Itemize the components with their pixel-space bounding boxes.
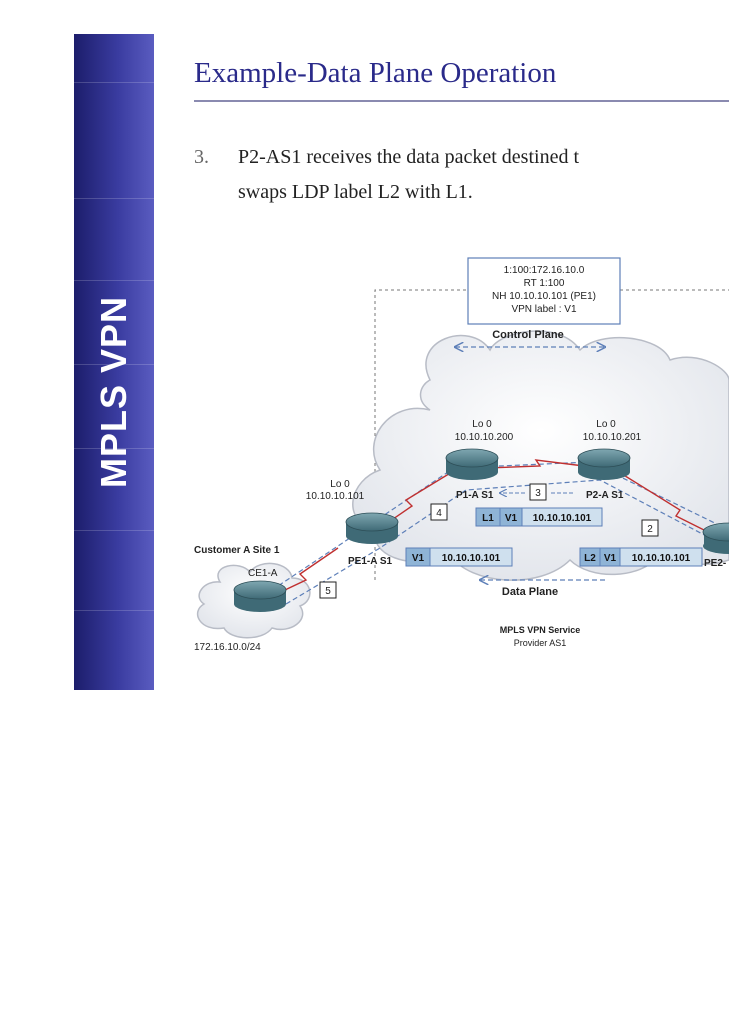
control-box-line1: 1:100:172.16.10.0: [504, 265, 585, 276]
title-divider: [194, 100, 729, 102]
step-4-label: 4: [436, 508, 442, 519]
provider-label-line2: Provider AS1: [514, 638, 567, 648]
p2-label: P2-A S1: [586, 490, 624, 501]
packet-p1-ip: 10.10.10.101: [533, 513, 592, 524]
step-2-label: 2: [647, 524, 653, 535]
router-p1: [445, 448, 499, 480]
ce1-label: CE1-A: [248, 568, 278, 579]
pe1-label: PE1-A S1: [348, 556, 393, 567]
sidebar-bar: [74, 34, 154, 690]
p1-label: P1-A S1: [456, 490, 494, 501]
p1-lo-label: Lo 0: [472, 419, 492, 430]
customer-site-label: Customer A Site 1: [194, 545, 280, 556]
sidebar-divider: [74, 82, 154, 83]
sidebar-divider: [74, 610, 154, 611]
bullet-text-line1: P2-AS1 receives the data packet destined…: [238, 146, 579, 168]
control-plane-label: Control Plane: [492, 329, 564, 341]
control-plane-box: [467, 257, 621, 325]
p2-lo-ip: 10.10.10.201: [583, 432, 642, 443]
bullet-text-line2: swaps LDP label L2 with L1.: [238, 181, 473, 203]
packet-p1-label2: V1: [505, 513, 518, 524]
step-4-box: [430, 503, 448, 521]
p1-lo-ip: 10.10.10.200: [455, 432, 514, 443]
control-box-line2: RT 1:100: [524, 278, 565, 289]
packet-p1-label1: L1: [482, 513, 494, 524]
step-5-box: [319, 581, 337, 599]
link-p1-p2: [485, 459, 585, 469]
packet-p2-label2: V1: [604, 553, 617, 564]
pe2-label: PE2-: [704, 558, 726, 569]
router-p2: [577, 448, 631, 480]
control-box-line3: NH 10.10.10.101 (PE1): [492, 291, 596, 302]
step-2-box: [641, 519, 659, 537]
packet-p2: L2 V1 10.10.10.101: [579, 547, 703, 567]
provider-cloud: [352, 330, 729, 581]
packet-p1: L1 V1 10.10.10.101: [475, 507, 603, 527]
sidebar-divider: [74, 198, 154, 199]
pe1-lo-ip: 10.10.10.101: [306, 491, 365, 502]
router-pe1: [345, 512, 399, 544]
sidebar-divider: [74, 530, 154, 531]
pe1-lo-label: Lo 0: [330, 479, 350, 490]
control-box-line4: VPN label : V1: [511, 304, 576, 315]
sidebar-divider: [74, 280, 154, 281]
p2-lo-label: Lo 0: [596, 419, 616, 430]
packet-pe1-label1: V1: [412, 553, 425, 564]
data-plane-label: Data Plane: [502, 586, 558, 598]
customer-subnet-label: 172.16.10.0/24: [194, 642, 261, 653]
link-ce1-pe1: [267, 547, 339, 599]
sidebar-divider: [74, 364, 154, 365]
router-pe2: [702, 522, 729, 554]
slide-title: Example-Data Plane Operation: [194, 57, 557, 89]
packet-pe1-ip: 10.10.10.101: [442, 553, 501, 564]
link-p2-pe2: [621, 473, 713, 535]
packet-p2-label1: L2: [584, 553, 596, 564]
step-3-box: [529, 483, 547, 501]
bullet-number: 3.: [194, 146, 209, 168]
sidebar-divider: [74, 448, 154, 449]
link-pe1-p1: [379, 471, 453, 529]
data-dash-line: [285, 479, 729, 605]
packet-pe1: V1 10.10.10.101: [405, 547, 513, 567]
provider-label-line1: MPLS VPN Service: [500, 625, 581, 635]
packet-p2-ip: 10.10.10.101: [632, 553, 691, 564]
step-3-label: 3: [535, 488, 541, 499]
router-ce1: [233, 580, 287, 612]
step-5-label: 5: [325, 586, 331, 597]
